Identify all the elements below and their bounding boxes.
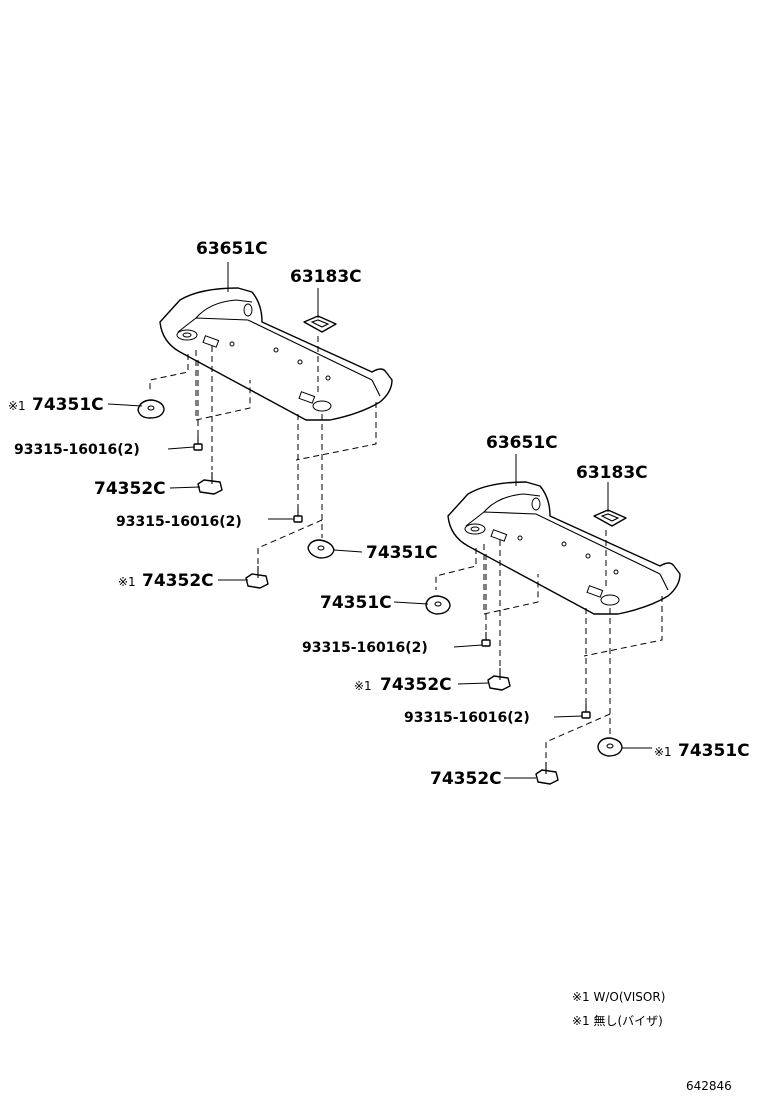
b-screw-2 [581, 704, 591, 719]
b-label-63651c: 63651C [486, 433, 558, 453]
a-clip-63183c [303, 315, 337, 333]
a-label-63183c: 63183C [290, 267, 362, 287]
a-screw-2 [293, 508, 303, 523]
a-pad-74351c-right [307, 539, 335, 559]
a-nut-74352c-2 [245, 566, 269, 589]
b-screw-1 [481, 632, 491, 647]
a-nut-74352c-1 [197, 472, 223, 495]
b-pad-74351c-right [597, 737, 623, 757]
b-label-74352c-1: 74352C [380, 675, 452, 695]
a-mark-pad-left: ※1 [8, 399, 26, 413]
a-label-74351c-left: 74351C [32, 395, 104, 415]
b-mark-pad-right: ※1 [654, 745, 672, 759]
a-label-63651c: 63651C [196, 239, 268, 259]
b-tray-63651c [447, 481, 681, 615]
b-pad-74351c-left [425, 595, 451, 615]
a-label-74351c-right: 74351C [366, 543, 438, 563]
b-clip-63183c [593, 509, 627, 527]
diagram-code: 642846 [686, 1079, 732, 1093]
assembly-b: 63651C 63183C 74351C 93315-16016(2) ※1 7… [302, 433, 750, 789]
a-tray-63651c [159, 287, 393, 421]
legend-note-1: ※1 W/O(VISOR) [572, 990, 665, 1004]
a-mark-nut-2: ※1 [118, 575, 136, 589]
a-label-74352c-1: 74352C [94, 479, 166, 499]
b-label-screw-2: 93315-16016(2) [404, 710, 530, 726]
a-pad-74351c-left [137, 399, 165, 419]
a-screw-1 [193, 436, 203, 451]
b-label-screw-1: 93315-16016(2) [302, 640, 428, 656]
legend-note-2: ※1 無し(バイザ) [572, 1013, 663, 1028]
a-label-screw-2: 93315-16016(2) [116, 514, 242, 530]
b-label-74352c-2: 74352C [430, 769, 502, 789]
b-mark-nut-1: ※1 [354, 679, 372, 693]
a-label-74352c-2: 74352C [142, 571, 214, 591]
b-nut-74352c-1 [487, 668, 511, 691]
b-label-74351c-left: 74351C [320, 593, 392, 613]
b-label-74351c-right: 74351C [678, 741, 750, 761]
a-label-screw-1: 93315-16016(2) [14, 442, 140, 458]
b-nut-74352c-2 [535, 762, 559, 785]
assembly-a: 63651C 63183C ※1 74351C 93315-16016(2) 7… [8, 239, 438, 591]
b-label-63183c: 63183C [576, 463, 648, 483]
